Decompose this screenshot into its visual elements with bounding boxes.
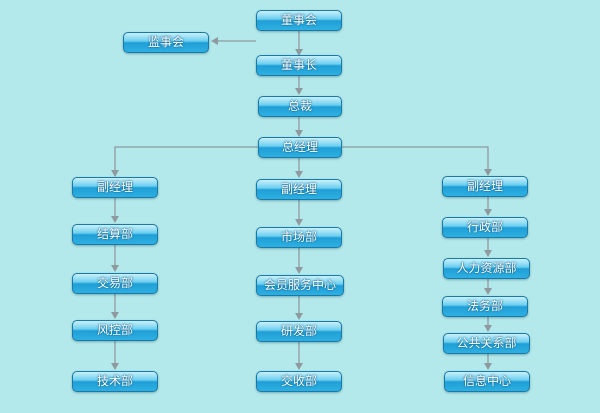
node-chairman: 董事长 (256, 55, 342, 76)
node-settlement-dept: 结算部 (72, 224, 158, 245)
node-middle-deputy: 副经理 (256, 179, 342, 200)
node-admin-dept: 行政部 (442, 217, 528, 238)
node-info-center: 信息中心 (444, 371, 530, 392)
node-member-service-center: 会员服务中心 (256, 275, 344, 296)
node-market-dept: 市场部 (256, 227, 342, 248)
node-legal-dept: 法务部 (442, 296, 528, 317)
node-technology-dept: 技术部 (72, 371, 158, 392)
node-board: 董事会 (256, 10, 342, 31)
connector-gm-left-deputy (111, 146, 258, 177)
connector-gm-right-deputy (342, 146, 492, 176)
node-right-deputy: 副经理 (442, 176, 528, 197)
node-supervisory-board: 监事会 (123, 32, 209, 53)
node-hr-dept: 人力资源部 (443, 258, 530, 279)
node-president: 总裁 (258, 96, 342, 117)
node-delivery-dept: 交收部 (256, 371, 342, 392)
node-trading-dept: 交易部 (72, 273, 158, 294)
node-risk-control-dept: 风控部 (72, 320, 158, 341)
node-general-manager: 总经理 (258, 137, 342, 158)
node-left-deputy: 副经理 (72, 177, 158, 198)
node-research-dept: 研发部 (256, 321, 342, 342)
node-pr-dept: 公共关系部 (443, 333, 530, 354)
